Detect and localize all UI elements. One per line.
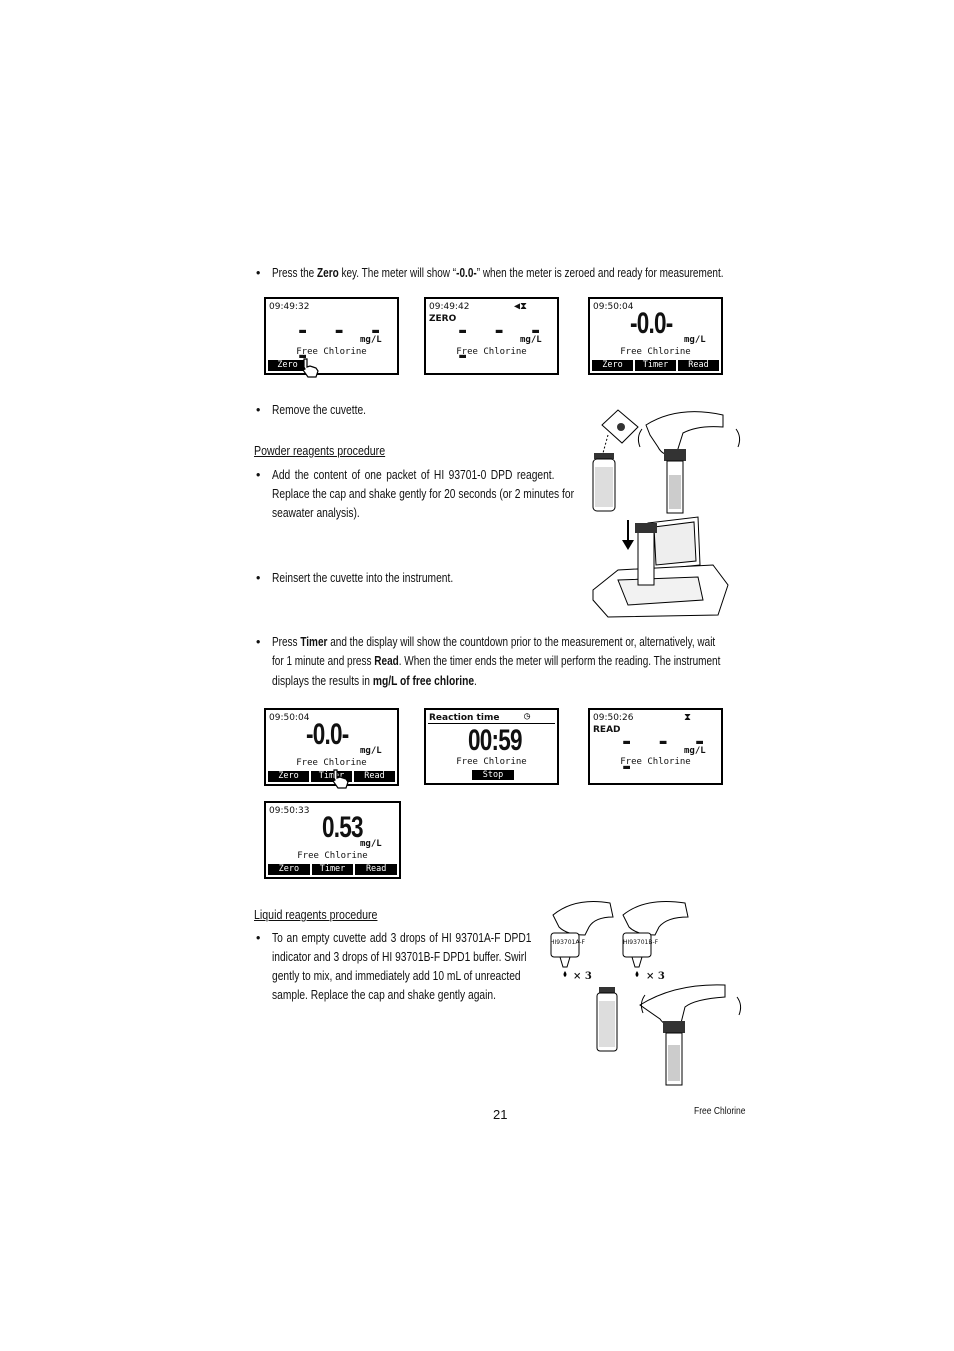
powder-step2: Reinsert the cuvette into the instrument… xyxy=(272,571,454,585)
lcd-screen-7: 09:50:33 0.53 mg/L Free Chlorine Zero Ti… xyxy=(264,801,401,879)
hourglass-icon: ⧗ xyxy=(684,712,692,723)
intro-paragraph: Press the Zero key. The meter will show … xyxy=(272,266,724,280)
powder-heading: Powder reagents procedure xyxy=(254,444,386,458)
remove-text: Remove the cuvette. xyxy=(272,403,367,417)
lcd-screen-2: 09:49:42 ◀⧗ ZERO - - - - mg/L Free Chlor… xyxy=(424,297,559,375)
pointing-hand-icon xyxy=(332,769,349,789)
bottle-b-label: HI93701B-F xyxy=(623,939,659,946)
timer-key[interactable]: Timer xyxy=(311,771,352,782)
read-key[interactable]: Read xyxy=(354,771,395,782)
zero-key[interactable]: Zero xyxy=(268,771,309,782)
footer-section-title: Free Chlorine xyxy=(694,1106,746,1117)
timer-line1: Press Timer and the display will show th… xyxy=(272,635,716,649)
powder-reagent-illustration xyxy=(592,409,741,618)
lcd-screen-5: Reaction time ◷ 00:59 Free Chlorine Stop xyxy=(424,708,559,785)
page-number: 21 xyxy=(493,1107,508,1122)
timer-line3: displays the results in mg/L of free chl… xyxy=(272,674,477,688)
bullet: • xyxy=(256,931,261,945)
drops-b-label: × 3 xyxy=(646,971,665,982)
lcd-screen-4: 09:50:04 -0.0- mg/L Free Chlorine Zero T… xyxy=(264,708,399,789)
liquid-line3: gently to mix, and immediately add 10 mL… xyxy=(272,969,521,983)
bullet: • xyxy=(256,468,261,482)
read-key[interactable]: Read xyxy=(678,360,719,371)
stop-key[interactable]: Stop xyxy=(472,770,514,780)
liquid-heading: Liquid reagents procedure xyxy=(254,908,378,922)
powder-step1-line3: seawater analysis). xyxy=(272,506,360,520)
bullet: • xyxy=(256,403,261,417)
powder-step1-line1: Add the content of one packet of HI 9370… xyxy=(272,468,555,482)
lcd-screen-1: 09:49:32 - - - - mg/L Free Chlorine Zero xyxy=(264,297,399,378)
timer-key[interactable]: Timer xyxy=(311,864,354,875)
powder-step1-line2: Replace the cap and shake gently for 20 … xyxy=(272,487,574,501)
bullet: • xyxy=(256,571,261,585)
bullet: • xyxy=(256,635,261,649)
lcd-screen-3: 09:50:04 -0.0- mg/L Free Chlorine Zero T… xyxy=(588,297,723,375)
liquid-line2: indicator and 3 drops of HI 93701B-F DPD… xyxy=(272,950,527,964)
liquid-line4: sample. Replace the cap and shake gently… xyxy=(272,988,496,1002)
liquid-reagent-illustration xyxy=(550,901,742,1086)
pointing-hand-icon xyxy=(302,358,319,378)
zero-key[interactable]: Zero xyxy=(592,360,633,371)
bottle-a-label: HI93701A-F xyxy=(550,939,585,946)
read-key[interactable]: Read xyxy=(355,864,398,875)
timer-key[interactable]: Timer xyxy=(635,360,676,371)
lcd-screen-6: 09:50:26 ⧗ READ - - - - mg/L Free Chlori… xyxy=(588,708,723,785)
timer-icon: ◷ xyxy=(524,711,531,722)
liquid-line1: To an empty cuvette add 3 drops of HI 93… xyxy=(272,931,532,945)
bullet: • xyxy=(256,266,261,280)
zero-key[interactable]: Zero xyxy=(268,864,310,875)
timer-line2: for 1 minute and press Read. When the ti… xyxy=(272,654,721,668)
speaker-hourglass-icon: ◀⧗ xyxy=(513,301,527,312)
drops-a-label: × 3 xyxy=(573,971,592,982)
zero-key[interactable]: Zero xyxy=(268,360,307,371)
